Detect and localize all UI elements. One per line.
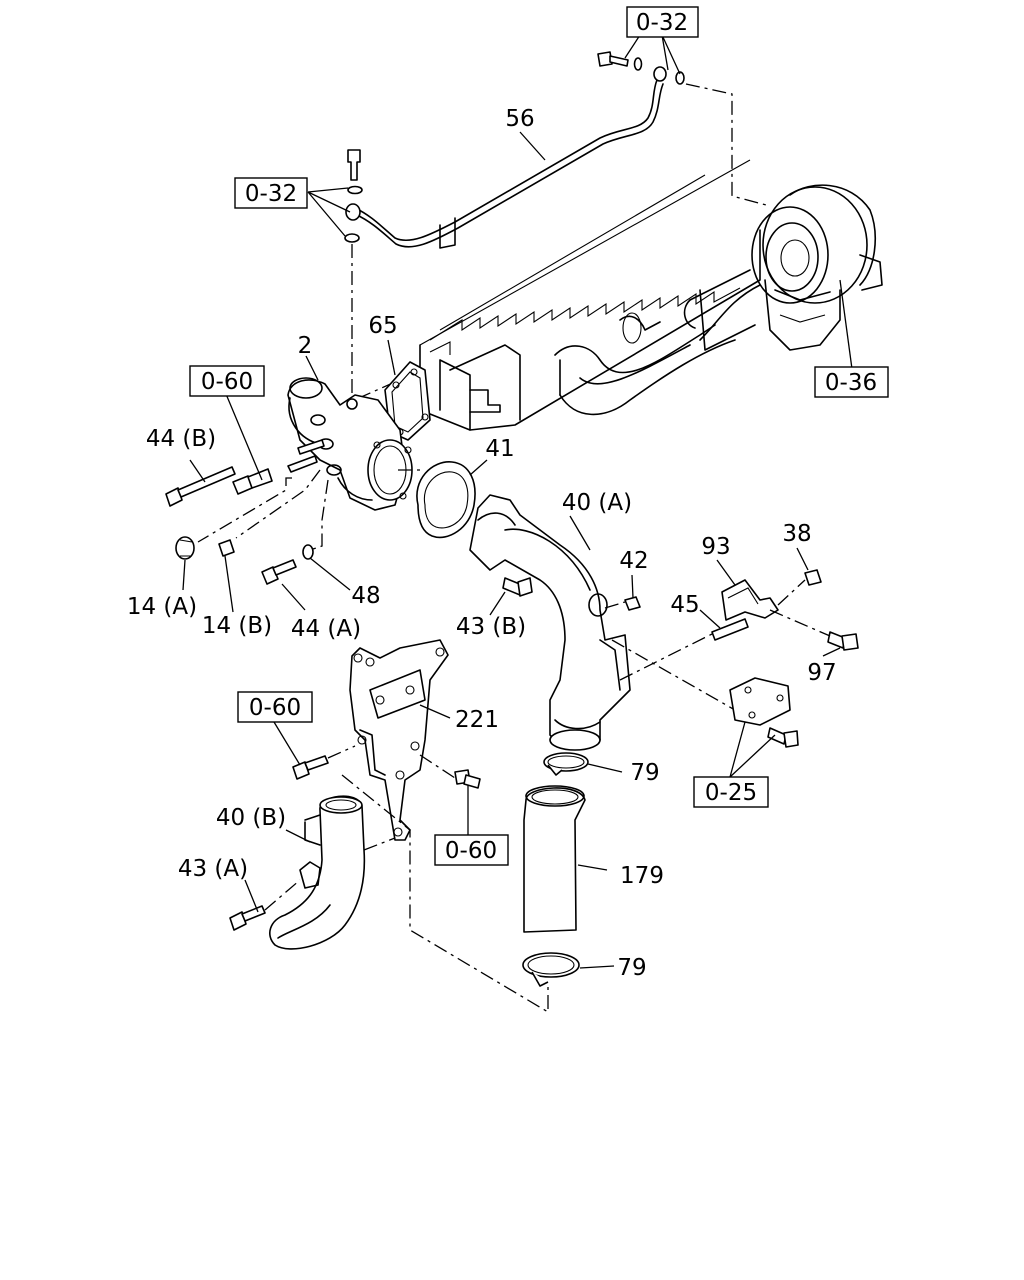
callout-41: 41 [485, 436, 514, 462]
nut-42 [624, 596, 641, 611]
bolt-0-60-mid [292, 755, 329, 780]
callout-97: 97 [807, 660, 836, 686]
bolt-44b [165, 466, 236, 507]
water-pipe-40b [269, 795, 366, 950]
callout-179: 179 [620, 863, 664, 889]
bolt-97 [827, 631, 859, 651]
oil-feed-pipe [345, 66, 667, 249]
plug-14b [218, 539, 235, 557]
callout-40a: 40 (A) [562, 490, 632, 516]
washer-48 [302, 544, 314, 560]
bracket-221 [349, 639, 449, 841]
bolt-43b [502, 577, 533, 597]
callout-56: 56 [505, 106, 534, 132]
ref-box-0-25: 0-25 [693, 776, 769, 808]
leader-lines [182, 34, 853, 969]
ref-box-0-32-top: 0-32 [626, 6, 699, 38]
stud-45 [711, 618, 749, 641]
callout-14a: 14 (A) [127, 594, 197, 620]
turbocharger [751, 184, 883, 351]
callout-2: 2 [298, 333, 313, 359]
ref-label: 0-36 [825, 370, 877, 396]
callout-44b: 44 (B) [146, 426, 216, 452]
callout-79-lower: 79 [617, 955, 646, 981]
ref-box-0-60-upper: 0-60 [189, 365, 265, 397]
ref-box-0-36: 0-36 [814, 366, 889, 398]
plug-14a [175, 536, 195, 560]
ref-label: 0-60 [201, 369, 253, 395]
callout-44a: 44 (A) [291, 616, 361, 642]
ref-label: 0-32 [245, 181, 297, 207]
ref-label: 0-60 [445, 838, 497, 864]
exhaust-pipe [554, 269, 761, 416]
ref-label: 0-32 [636, 10, 688, 36]
callout-221: 221 [455, 707, 499, 733]
stud-bolts [287, 439, 325, 473]
bolt-44a [261, 559, 297, 585]
callout-42: 42 [619, 548, 648, 574]
ref-label: 0-60 [249, 695, 301, 721]
callout-40b: 40 (B) [216, 805, 286, 831]
ref-label: 0-25 [705, 780, 757, 806]
callout-14b: 14 (B) [202, 613, 272, 639]
exhaust-manifold [419, 159, 761, 431]
water-pipe-40a [469, 494, 631, 751]
hose-179 [523, 785, 586, 933]
callout-38: 38 [782, 521, 811, 547]
callout-48: 48 [351, 583, 380, 609]
callout-93: 93 [701, 534, 730, 560]
banjo-bolts-and-washers [344, 51, 685, 243]
gasket-41 [416, 461, 476, 539]
water-outlet-housing [287, 377, 413, 511]
callout-45: 45 [670, 592, 699, 618]
callout-43b: 43 (B) [456, 614, 526, 640]
bolt-0-25 [767, 727, 799, 748]
bolt-43a [229, 905, 266, 931]
callout-labels: 56 65 2 44 (B) 41 40 (A) 42 93 38 45 97 … [127, 106, 837, 981]
ref-box-0-32-left: 0-32 [234, 177, 308, 209]
ref-box-0-60-lower: 0-60 [434, 834, 509, 866]
clamp-79-upper [543, 752, 589, 776]
callout-79-upper: 79 [630, 760, 659, 786]
fitting-0-60 [232, 468, 273, 495]
bolt-0-60-lower [454, 769, 481, 789]
clamp-79-lower [522, 952, 580, 987]
callout-43a: 43 (A) [178, 856, 248, 882]
bracket-93 [721, 579, 779, 621]
ref-box-0-60-mid: 0-60 [237, 691, 313, 723]
callout-65: 65 [368, 313, 397, 339]
nut-38 [804, 569, 822, 586]
support-bracket-0-25 [729, 677, 791, 726]
